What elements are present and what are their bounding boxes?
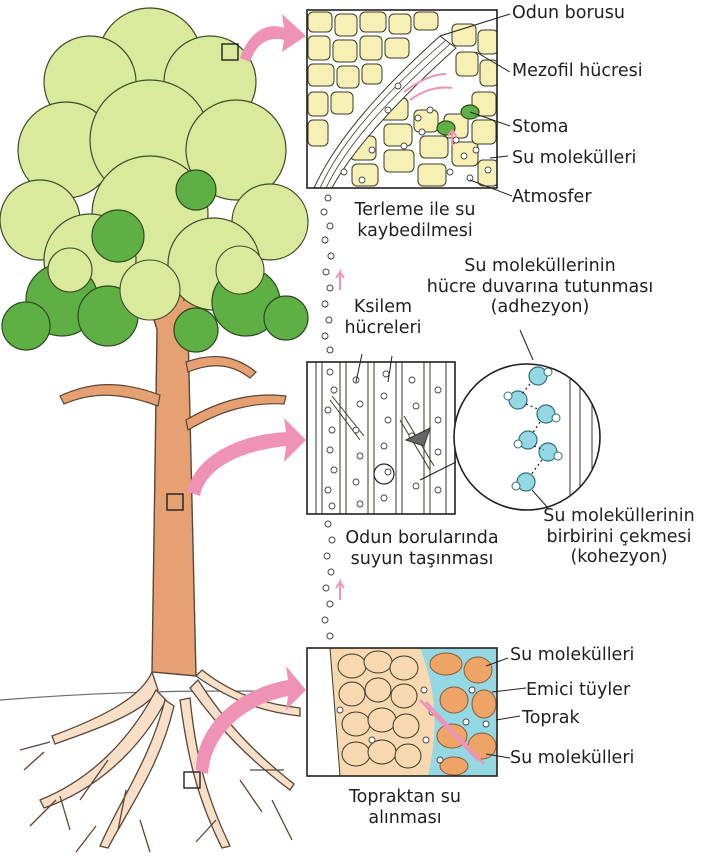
label-su-molekulleri-leaf: Su molekülleri [512, 148, 636, 169]
stem-cross-section-panel [307, 354, 455, 514]
label-su-molekulleri-root-2: Su molekülleri [510, 748, 634, 769]
label-kohezyon: Su moleküllerinin birbirini çekmesi (koh… [528, 506, 710, 568]
label-atmosfer: Atmosfer [512, 187, 592, 208]
leaf-cross-section-panel [307, 10, 512, 196]
label-adhezyon: Su moleküllerinin hücre duvarına tutunma… [420, 256, 660, 318]
label-toprak: Toprak [522, 708, 580, 729]
arrow-leaf [240, 14, 306, 62]
root-cross-section-panel [307, 648, 526, 776]
label-emici-tuyler: Emici tüyler [526, 680, 630, 701]
caption-terleme: Terleme ile su kaybedilmesi [345, 200, 485, 241]
arrow-stem [188, 418, 306, 496]
label-odun-borusu: Odun borusu [512, 3, 625, 24]
caption-odun-borulari: Odun borularında suyun taşınması [336, 528, 508, 569]
label-ksilem-hucreleri: Ksilem hücreleri [338, 297, 428, 338]
tree [0, 8, 308, 852]
label-su-molekulleri-root-1: Su molekülleri [510, 645, 634, 666]
label-stoma: Stoma [512, 117, 568, 138]
label-mezofil-hucresi: Mezofil hücresi [512, 61, 643, 82]
caption-topraktan: Topraktan su alınması [338, 787, 472, 828]
